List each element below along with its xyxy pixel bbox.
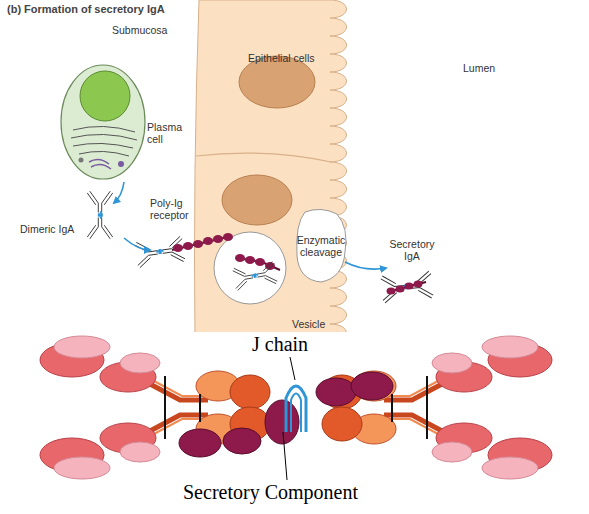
secretory-iga-molecule bbox=[388, 282, 426, 292]
secretory-iga-structure bbox=[0, 332, 589, 514]
secretory-component bbox=[179, 429, 221, 457]
plasma-cell-shape bbox=[80, 71, 130, 121]
poly-ig-receptor bbox=[173, 244, 183, 252]
secretory-iga-structure bbox=[40, 336, 270, 479]
part-label: Vesicle bbox=[292, 318, 342, 330]
node-label: Enzymatic cleavage bbox=[296, 234, 346, 258]
leader-line bbox=[283, 432, 287, 480]
secretory-iga-molecule bbox=[405, 283, 414, 290]
epithelium-band bbox=[195, 0, 347, 342]
secretory-component bbox=[223, 428, 261, 454]
epithelial-band: Epithelial cells Enzymatic cleavage bbox=[195, 0, 360, 332]
plasma-cell-shape bbox=[118, 161, 124, 167]
poly-ig-receptor bbox=[183, 242, 193, 250]
epithelium-band bbox=[222, 175, 292, 225]
plasma-cell-shape bbox=[79, 158, 84, 163]
plasma-cell-shape bbox=[71, 126, 137, 156]
secretion-illustration bbox=[87, 191, 113, 239]
secretory-iga-molecule bbox=[387, 288, 396, 295]
flow-arrow bbox=[124, 238, 150, 250]
j-chain-loop bbox=[286, 386, 306, 432]
part-label: Lumen bbox=[463, 62, 523, 74]
plasma-cell: Plasma cell bbox=[55, 60, 190, 190]
flow-arrow bbox=[345, 262, 386, 269]
leader-line bbox=[283, 357, 295, 480]
epithelium-band bbox=[195, 0, 360, 332]
part-label: Secretory IgA bbox=[384, 238, 440, 262]
secretory-iga-molecule bbox=[381, 271, 434, 303]
part-label: Submucosa bbox=[112, 24, 192, 36]
vesicle-shape bbox=[297, 209, 346, 282]
secretory-component bbox=[265, 400, 299, 444]
epithelium-band bbox=[196, 153, 331, 162]
plasma-cell-shape bbox=[61, 65, 145, 179]
part-label: Poly-Ig receptor bbox=[150, 197, 200, 221]
secretory-iga-molecule bbox=[396, 286, 405, 293]
part-label: Dimeric IgA bbox=[20, 223, 90, 235]
j-chain-loop bbox=[291, 394, 301, 433]
secretory-component bbox=[316, 378, 356, 406]
plasma-cell-shape bbox=[89, 159, 111, 169]
secretion-illustration bbox=[135, 236, 186, 268]
secretory-component bbox=[179, 372, 393, 457]
epithelium-band bbox=[214, 232, 286, 304]
secretory-iga-molecule bbox=[381, 271, 434, 303]
leader-line bbox=[290, 357, 295, 380]
secretory-iga-structure bbox=[322, 336, 552, 479]
part-label: J chain bbox=[252, 333, 342, 355]
node-label: Plasma cell bbox=[147, 121, 189, 145]
flow-arrow bbox=[114, 182, 124, 203]
j-chain-loop bbox=[286, 386, 306, 432]
vesicle: Enzymatic cleavage bbox=[295, 208, 347, 284]
part-label: Secretory Component bbox=[183, 481, 443, 503]
secretory-iga-molecule bbox=[414, 281, 423, 288]
secretory-component bbox=[351, 372, 393, 400]
node-label: Epithelial cells bbox=[248, 52, 343, 64]
diagram-title: (b) Formation of secretory IgA bbox=[7, 3, 267, 15]
